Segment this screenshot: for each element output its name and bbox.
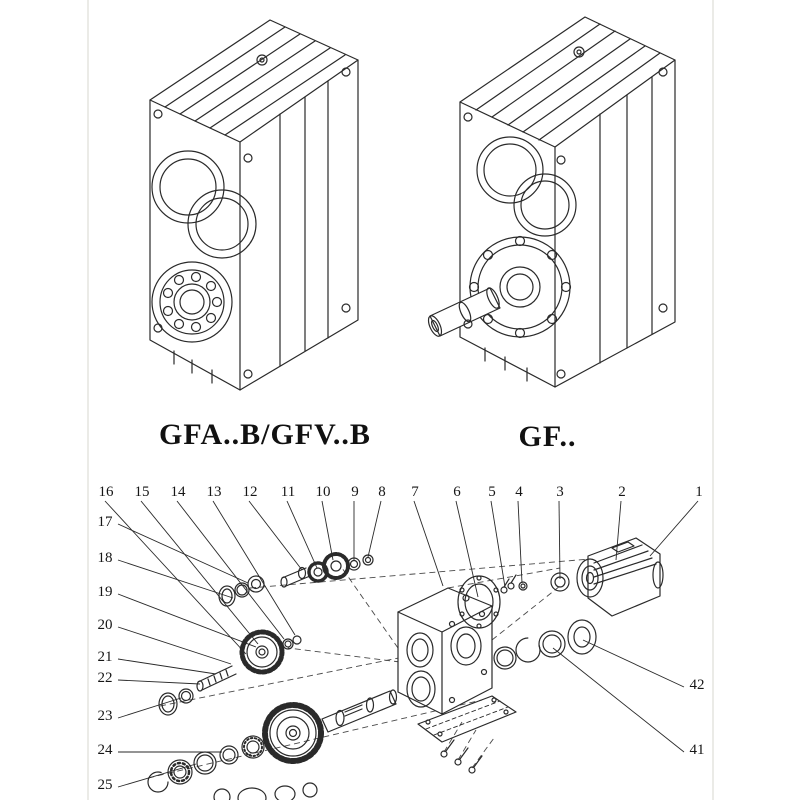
input-motor (576, 537, 664, 617)
callout-19: 19 (97, 584, 113, 600)
callout-8: 8 (378, 484, 386, 500)
callout-5: 5 (488, 484, 496, 500)
intermediate-shaft-parts (158, 629, 302, 716)
callout-41: 41 (689, 742, 705, 758)
callout-22: 22 (97, 670, 113, 686)
callout-18: 18 (97, 550, 113, 566)
callout-10: 10 (315, 484, 331, 500)
bearing-rollers (162, 271, 223, 333)
callout-12: 12 (242, 484, 258, 500)
gearbox-shaft-mounted-drawing (427, 16, 676, 388)
callout-20: 20 (97, 617, 113, 633)
callout-7: 7 (411, 484, 419, 500)
callout-3: 3 (556, 484, 564, 500)
flange-bolt-holes (468, 235, 572, 339)
callout-14: 14 (170, 484, 186, 500)
model-label-gf: GF.. (518, 420, 577, 453)
callout-42: 42 (689, 677, 705, 693)
callout-13: 13 (206, 484, 222, 500)
callout-2: 2 (618, 484, 626, 500)
callout-9: 9 (351, 484, 359, 500)
page-edge-left (87, 0, 89, 800)
callout-23: 23 (97, 708, 113, 724)
callout-6: 6 (453, 484, 461, 500)
callout-21: 21 (97, 649, 113, 665)
callout-25: 25 (97, 777, 113, 793)
input-shaft-parts (218, 552, 570, 629)
callout-1: 1 (695, 484, 703, 500)
callout-4: 4 (515, 484, 523, 500)
output-cover-parts (493, 619, 597, 670)
callout-leader-lines (104, 500, 699, 788)
model-label-gfab: GFA..B/GFV..B (159, 418, 371, 451)
callout-15: 15 (134, 484, 150, 500)
callout-11: 11 (280, 484, 296, 500)
callout-16: 16 (98, 484, 114, 500)
output-shaft-parts (147, 689, 398, 800)
gearbox-foot-mounted-drawing (149, 19, 359, 391)
callout-24: 24 (97, 742, 113, 758)
gear-housing (397, 587, 493, 715)
gasket-and-bolts (417, 695, 517, 774)
callout-17: 17 (97, 514, 113, 530)
exploded-parts-drawing (104, 500, 699, 800)
page-edge-right (712, 0, 714, 800)
